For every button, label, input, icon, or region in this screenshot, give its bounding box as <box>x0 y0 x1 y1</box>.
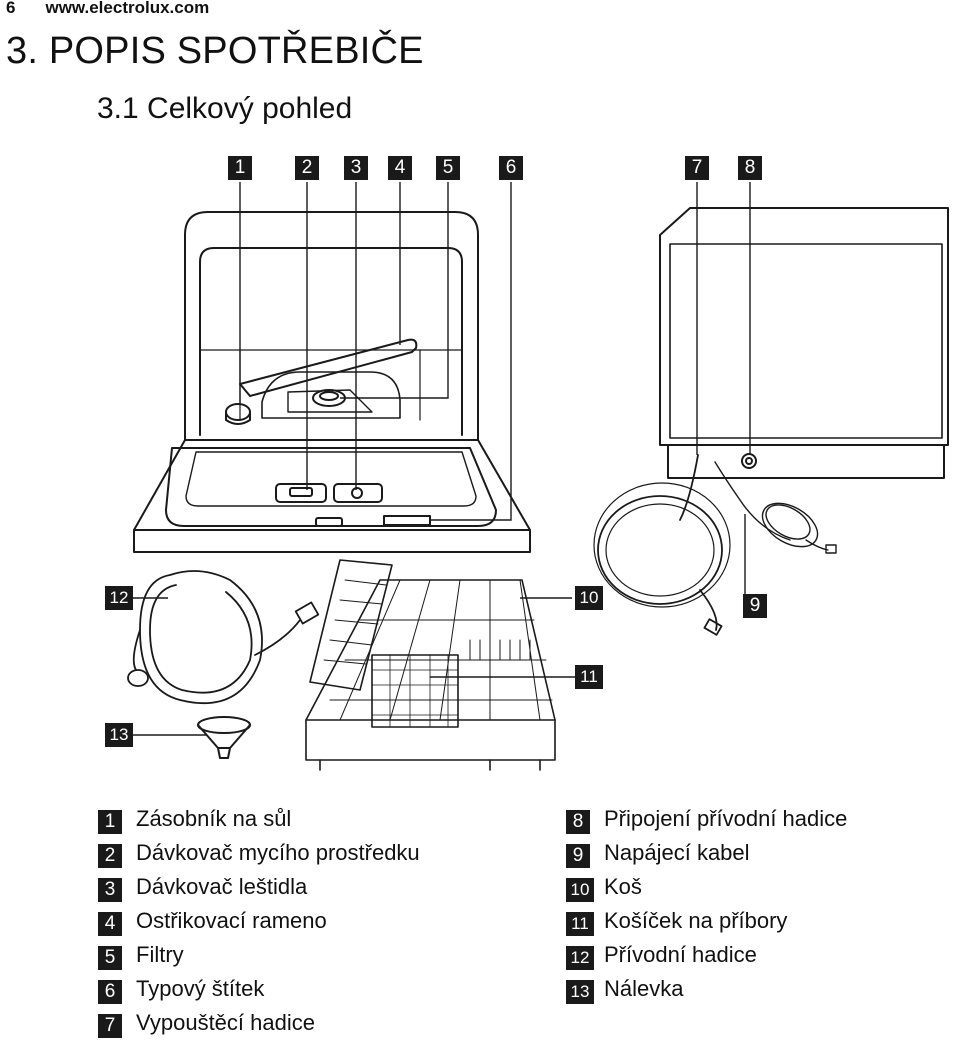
page-url: www.electrolux.com <box>45 0 210 17</box>
spray-arm <box>239 338 418 397</box>
funnel <box>197 716 251 759</box>
power-cable <box>714 461 837 554</box>
legend-number: 5 <box>98 946 122 970</box>
callout-10: 10 <box>575 586 603 610</box>
callout-2: 2 <box>295 156 319 180</box>
callout-3: 3 <box>344 156 368 180</box>
callout-1: 1 <box>228 156 252 180</box>
legend-label: Napájecí kabel <box>604 840 750 865</box>
inlet-hose <box>127 570 320 705</box>
legend-number: 9 <box>566 844 590 868</box>
basket <box>305 559 556 771</box>
section-title: 3. POPIS SPOTŘEBIČE <box>6 30 424 72</box>
callout-6: 6 <box>499 156 523 180</box>
rating-plate <box>383 515 431 526</box>
callout-13: 13 <box>105 723 133 747</box>
legend-label: Nálevka <box>604 976 684 1001</box>
legend-number: 7 <box>98 1014 122 1038</box>
callout-7: 7 <box>685 156 709 180</box>
legend-number: 10 <box>566 878 594 902</box>
legend-label: Zásobník na sůl <box>136 806 292 831</box>
callout-5: 5 <box>436 156 460 180</box>
legend-number: 6 <box>98 980 122 1004</box>
legend-number: 8 <box>566 810 590 834</box>
legend-label: Ostřikovací rameno <box>136 908 327 933</box>
callout-9: 9 <box>743 594 767 618</box>
callout-4: 4 <box>388 156 412 180</box>
legend-label: Vypouštěcí hadice <box>136 1010 315 1035</box>
legend-label: Košíček na příbory <box>604 908 788 933</box>
cutlery-basket <box>371 654 459 728</box>
door-handle <box>315 517 343 527</box>
drain-hose <box>593 454 731 636</box>
salt-cap <box>225 403 251 421</box>
rinse-aid-dispenser <box>333 483 383 503</box>
dishwasher-illustration <box>127 182 949 771</box>
callout-8: 8 <box>738 156 762 180</box>
legend-number: 4 <box>98 912 122 936</box>
legend-label: Typový štítek <box>136 976 265 1001</box>
legend-number: 11 <box>566 912 594 936</box>
page-header: 6 www.electrolux.com <box>6 0 209 18</box>
inlet-connection <box>741 453 757 469</box>
detergent-dispenser <box>275 483 327 503</box>
legend-number: 12 <box>566 946 594 970</box>
legend-label: Dávkovač mycího prostředku <box>136 840 420 865</box>
callout-11: 11 <box>575 665 603 689</box>
legend-label: Filtry <box>136 942 184 967</box>
legend-label: Dávkovač leštidla <box>136 874 308 899</box>
front-unit-inner <box>199 247 463 436</box>
legend-number: 2 <box>98 844 122 868</box>
legend-label: Připojení přívodní hadice <box>604 806 848 831</box>
filter-area <box>261 371 401 419</box>
back-unit-cabinet <box>659 207 949 446</box>
page-number: 6 <box>6 0 16 17</box>
open-door <box>133 439 531 553</box>
legend-label: Přívodní hadice <box>604 942 757 967</box>
front-unit-cabinet <box>184 211 479 441</box>
legend-number: 3 <box>98 878 122 902</box>
legend-number: 1 <box>98 810 122 834</box>
callout-12: 12 <box>105 586 133 610</box>
legend-number: 13 <box>566 980 594 1004</box>
legend-label: Koš <box>604 874 642 899</box>
leader-lines <box>132 182 751 736</box>
subsection-title: 3.1 Celkový pohled <box>97 92 353 125</box>
